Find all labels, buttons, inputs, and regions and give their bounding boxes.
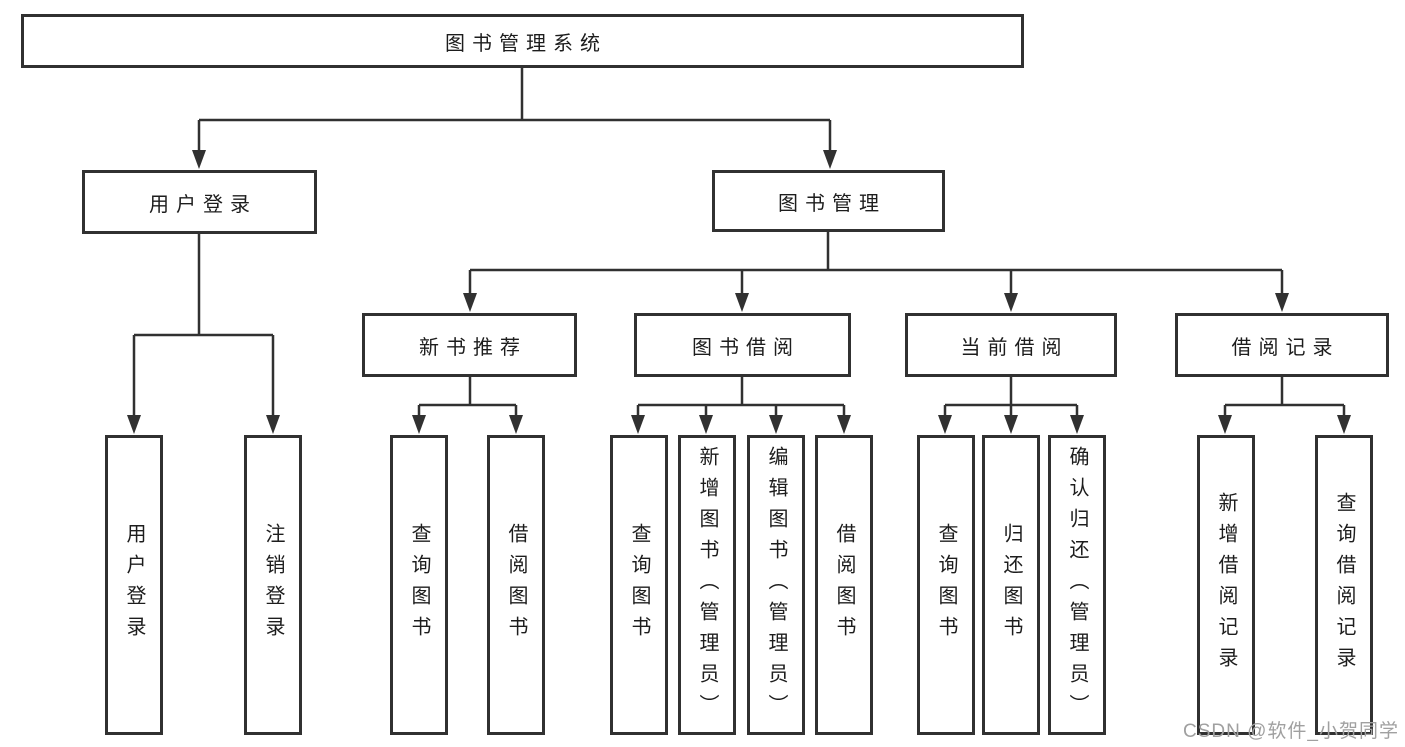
node-label: 查询图书 bbox=[408, 523, 430, 647]
node-leaf-user-login: 用户登录 bbox=[105, 435, 163, 735]
node-label: 归还图书 bbox=[1000, 523, 1022, 647]
node-leaf-query-books-2: 查询图书 bbox=[610, 435, 668, 735]
node-leaf-logout: 注销登录 bbox=[244, 435, 302, 735]
node-library-system: 图书管理系统 bbox=[21, 14, 1024, 68]
node-new-book-recommend: 新书推荐 bbox=[362, 313, 577, 377]
node-label: 用户登录 bbox=[149, 193, 257, 216]
node-book-borrowing: 图书借阅 bbox=[634, 313, 851, 377]
node-leaf-edit-books-admin: 编辑图书（管理员） bbox=[747, 435, 805, 735]
node-user-login-branch: 用户登录 bbox=[82, 170, 317, 234]
node-label: 查询图书 bbox=[935, 523, 957, 647]
node-label: 新书推荐 bbox=[419, 336, 527, 359]
node-label: 新增借阅记录 bbox=[1215, 492, 1237, 678]
node-label: 查询借阅记录 bbox=[1333, 492, 1355, 678]
node-label: 借阅图书 bbox=[505, 523, 527, 647]
node-label: 借阅记录 bbox=[1231, 336, 1340, 359]
node-label: 图书管理 bbox=[778, 192, 886, 215]
node-leaf-add-books-admin: 新增图书（管理员） bbox=[678, 435, 736, 735]
node-label: 注销登录 bbox=[262, 523, 284, 647]
node-leaf-query-books: 查询图书 bbox=[390, 435, 448, 735]
node-borrow-records: 借阅记录 bbox=[1175, 313, 1389, 377]
node-leaf-query-books-3: 查询图书 bbox=[917, 435, 975, 735]
node-label: 图书借阅 bbox=[692, 336, 800, 359]
node-label: 确认归还（管理员） bbox=[1066, 445, 1088, 725]
node-leaf-borrow-books: 借阅图书 bbox=[487, 435, 545, 735]
node-leaf-confirm-return-admin: 确认归还（管理员） bbox=[1048, 435, 1106, 735]
node-leaf-return-books: 归还图书 bbox=[982, 435, 1040, 735]
node-leaf-query-borrow-record: 查询借阅记录 bbox=[1315, 435, 1373, 735]
node-label: 编辑图书（管理员） bbox=[765, 445, 787, 725]
arrowhead-icons bbox=[127, 150, 1351, 434]
node-leaf-borrow-books-2: 借阅图书 bbox=[815, 435, 873, 735]
node-leaf-add-borrow-record: 新增借阅记录 bbox=[1197, 435, 1255, 735]
node-label: 用户登录 bbox=[123, 523, 145, 647]
node-label: 新增图书（管理员） bbox=[696, 445, 718, 725]
node-current-borrowing: 当前借阅 bbox=[905, 313, 1117, 377]
node-label: 当前借阅 bbox=[960, 336, 1069, 359]
watermark: CSDN @软件_小贺同学 bbox=[1183, 721, 1399, 742]
node-label: 图书管理系统 bbox=[445, 32, 607, 55]
node-label: 查询图书 bbox=[628, 523, 650, 647]
node-book-management: 图书管理 bbox=[712, 170, 945, 232]
node-label: 借阅图书 bbox=[833, 523, 855, 647]
